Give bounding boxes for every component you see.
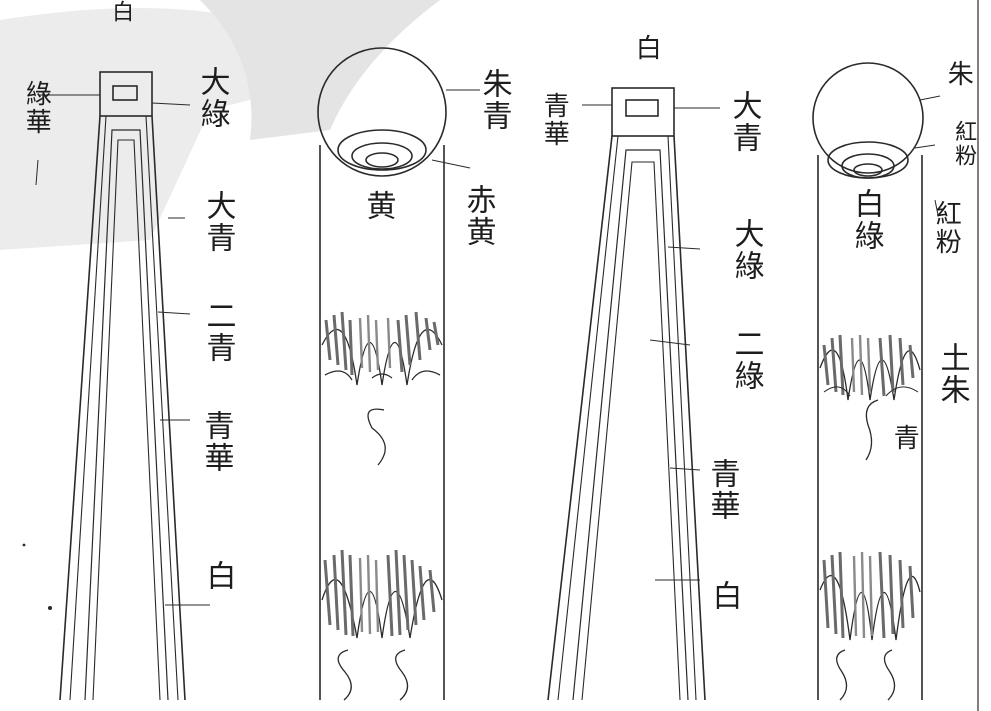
fig3-label-4: 青華: [704, 458, 740, 522]
fig4-label-3: 紅粉: [931, 200, 962, 256]
scan-shadow-band: [200, 0, 440, 140]
rod-figure-3: [547, 87, 720, 701]
fig3-label-1: 大青: [726, 90, 762, 154]
lower-tassels-4: [819, 551, 921, 641]
fig1-label-1: 大綠: [194, 66, 230, 130]
fig3-top-label: 白: [631, 34, 662, 62]
fig3-label-5: 白: [706, 580, 742, 612]
fig4-label-2: 紅粉: [951, 120, 977, 168]
fig1-label-4: 青華: [198, 410, 234, 474]
fig4-label-4: 土朱: [934, 342, 970, 406]
fig2-inner-label: 黄: [360, 190, 396, 222]
scan-shadow: [0, 8, 300, 250]
fig2-label-1: 朱青: [476, 68, 512, 132]
fig3-label-2: 大綠: [728, 218, 764, 282]
fig4-inner-label: 白綠: [848, 188, 884, 252]
fig1-label-3: 二青: [200, 300, 236, 364]
upper-tassels-4: [819, 334, 921, 401]
fig3-label-3: 二綠: [728, 328, 764, 392]
lower-tassels: [321, 549, 443, 639]
fig1-label-2: 大青: [200, 190, 236, 254]
fig4-label-5: 青: [889, 424, 920, 452]
fig3-left-label: 青華: [539, 92, 570, 148]
column-figure-4: [812, 62, 941, 701]
rod-figure-1: [35, 71, 210, 701]
fig1-left-label: 綠華: [21, 80, 52, 136]
fig1-label-5: 白: [200, 560, 236, 592]
column-figure-2: [317, 47, 480, 701]
fig4-label-1: 朱: [943, 60, 974, 88]
upper-tassels: [321, 311, 443, 386]
fig2-label-2: 赤黄: [460, 184, 496, 248]
fig1-top-label: 白: [108, 0, 134, 24]
